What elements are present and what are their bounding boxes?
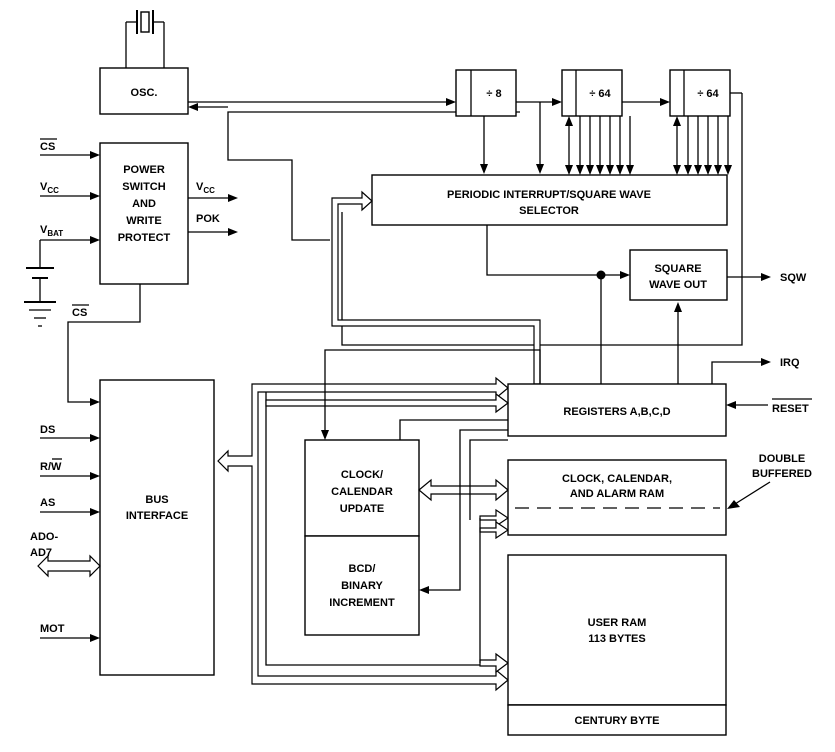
power-switch-label-3: AND (132, 198, 156, 210)
divide-by-8-block (455, 69, 517, 117)
periodic-selector-label-1: PERIODIC INTERRUPT/SQUARE WAVE (447, 189, 651, 201)
power-switch-label-5: PROTECT (118, 232, 171, 244)
double-buffered-label-2: BUFFERED (752, 468, 812, 480)
vcc-out-label: VCC (196, 181, 215, 195)
clock-update-label-1: CLOCK/ (341, 469, 383, 481)
bus-interface-label-2: INTERFACE (126, 510, 188, 522)
bus-to-registers (265, 392, 509, 414)
pok-label: POK (196, 213, 220, 225)
user-ram-label-2: 113 BYTES (588, 633, 645, 645)
crystal-icon (125, 10, 165, 68)
bcd-label-3: INCREMENT (329, 597, 395, 609)
power-switch-label-1: POWER (123, 164, 165, 176)
battery-icon (24, 240, 56, 327)
clock-calendar-update-block (304, 439, 420, 537)
registers-block (507, 383, 727, 437)
as-label: AS (40, 497, 55, 509)
power-switch-block (99, 142, 189, 285)
bcd-label-2: BINARY (341, 580, 383, 592)
clock-calendar-alarm-ram-block (507, 459, 727, 536)
rw-label: R/W (40, 461, 62, 473)
clock-update-label-2: CALENDAR (331, 486, 393, 498)
divide-by-8-label: ÷ 8 (486, 88, 501, 100)
ad-label-1: ADO- (30, 531, 58, 543)
square-wave-label-1: SQUARE (654, 263, 701, 275)
ds-label: DS (40, 424, 55, 436)
periodic-selector-label-2: SELECTOR (519, 205, 579, 217)
divide-by-64-label-2: ÷ 64 (697, 88, 719, 100)
irq-label: IRQ (780, 357, 800, 369)
power-switch-label-4: WRITE (126, 215, 161, 227)
divide-by-64-block-2 (669, 69, 731, 117)
bus-interface-block (99, 379, 215, 676)
square-wave-out-block (629, 249, 728, 301)
reset-label: RESET (772, 403, 809, 415)
bcd-label-1: BCD/ (349, 563, 376, 575)
ad-label-2: AD7 (30, 547, 52, 559)
cs-bottom-label: CS (72, 307, 87, 319)
selector-bus-arrow (331, 190, 541, 385)
divide-by-64-block-1 (561, 69, 623, 117)
century-byte-block (507, 704, 727, 736)
user-ram-label-1: USER RAM (588, 617, 647, 629)
internal-bus-to-interface (217, 376, 509, 692)
clock-ram-label-1: CLOCK, CALENDAR, (562, 473, 672, 485)
clock-ram-label-2: AND ALARM RAM (570, 488, 664, 500)
vbat-label: VBAT (40, 224, 63, 238)
cs-top-label: CS (40, 141, 55, 153)
clock-ram-bus (418, 478, 509, 502)
osc-label: OSC. (131, 87, 158, 99)
sqw-label: SQW (780, 272, 807, 284)
osc-block (99, 67, 189, 115)
vcc-in-label: VCC (40, 181, 59, 195)
registers-label: REGISTERS A,B,C,D (563, 406, 670, 418)
century-byte-label: CENTURY BYTE (575, 715, 660, 727)
divider-taps-2 (673, 116, 732, 175)
mot-label: MOT (40, 623, 65, 635)
divider-taps-1 (565, 116, 634, 175)
square-wave-label-2: WAVE OUT (649, 279, 707, 291)
bcd-binary-increment-block (304, 535, 420, 636)
clock-update-label-3: UPDATE (340, 503, 384, 515)
ad-bus-arrow (37, 554, 101, 578)
double-buffered-label-1: DOUBLE (759, 453, 805, 465)
bus-interface-label-1: BUS (145, 494, 168, 506)
power-switch-label-2: SWITCH (122, 181, 165, 193)
user-ram-block (507, 554, 727, 706)
divide-by-64-label-1: ÷ 64 (589, 88, 611, 100)
periodic-interrupt-selector-block (371, 174, 728, 226)
